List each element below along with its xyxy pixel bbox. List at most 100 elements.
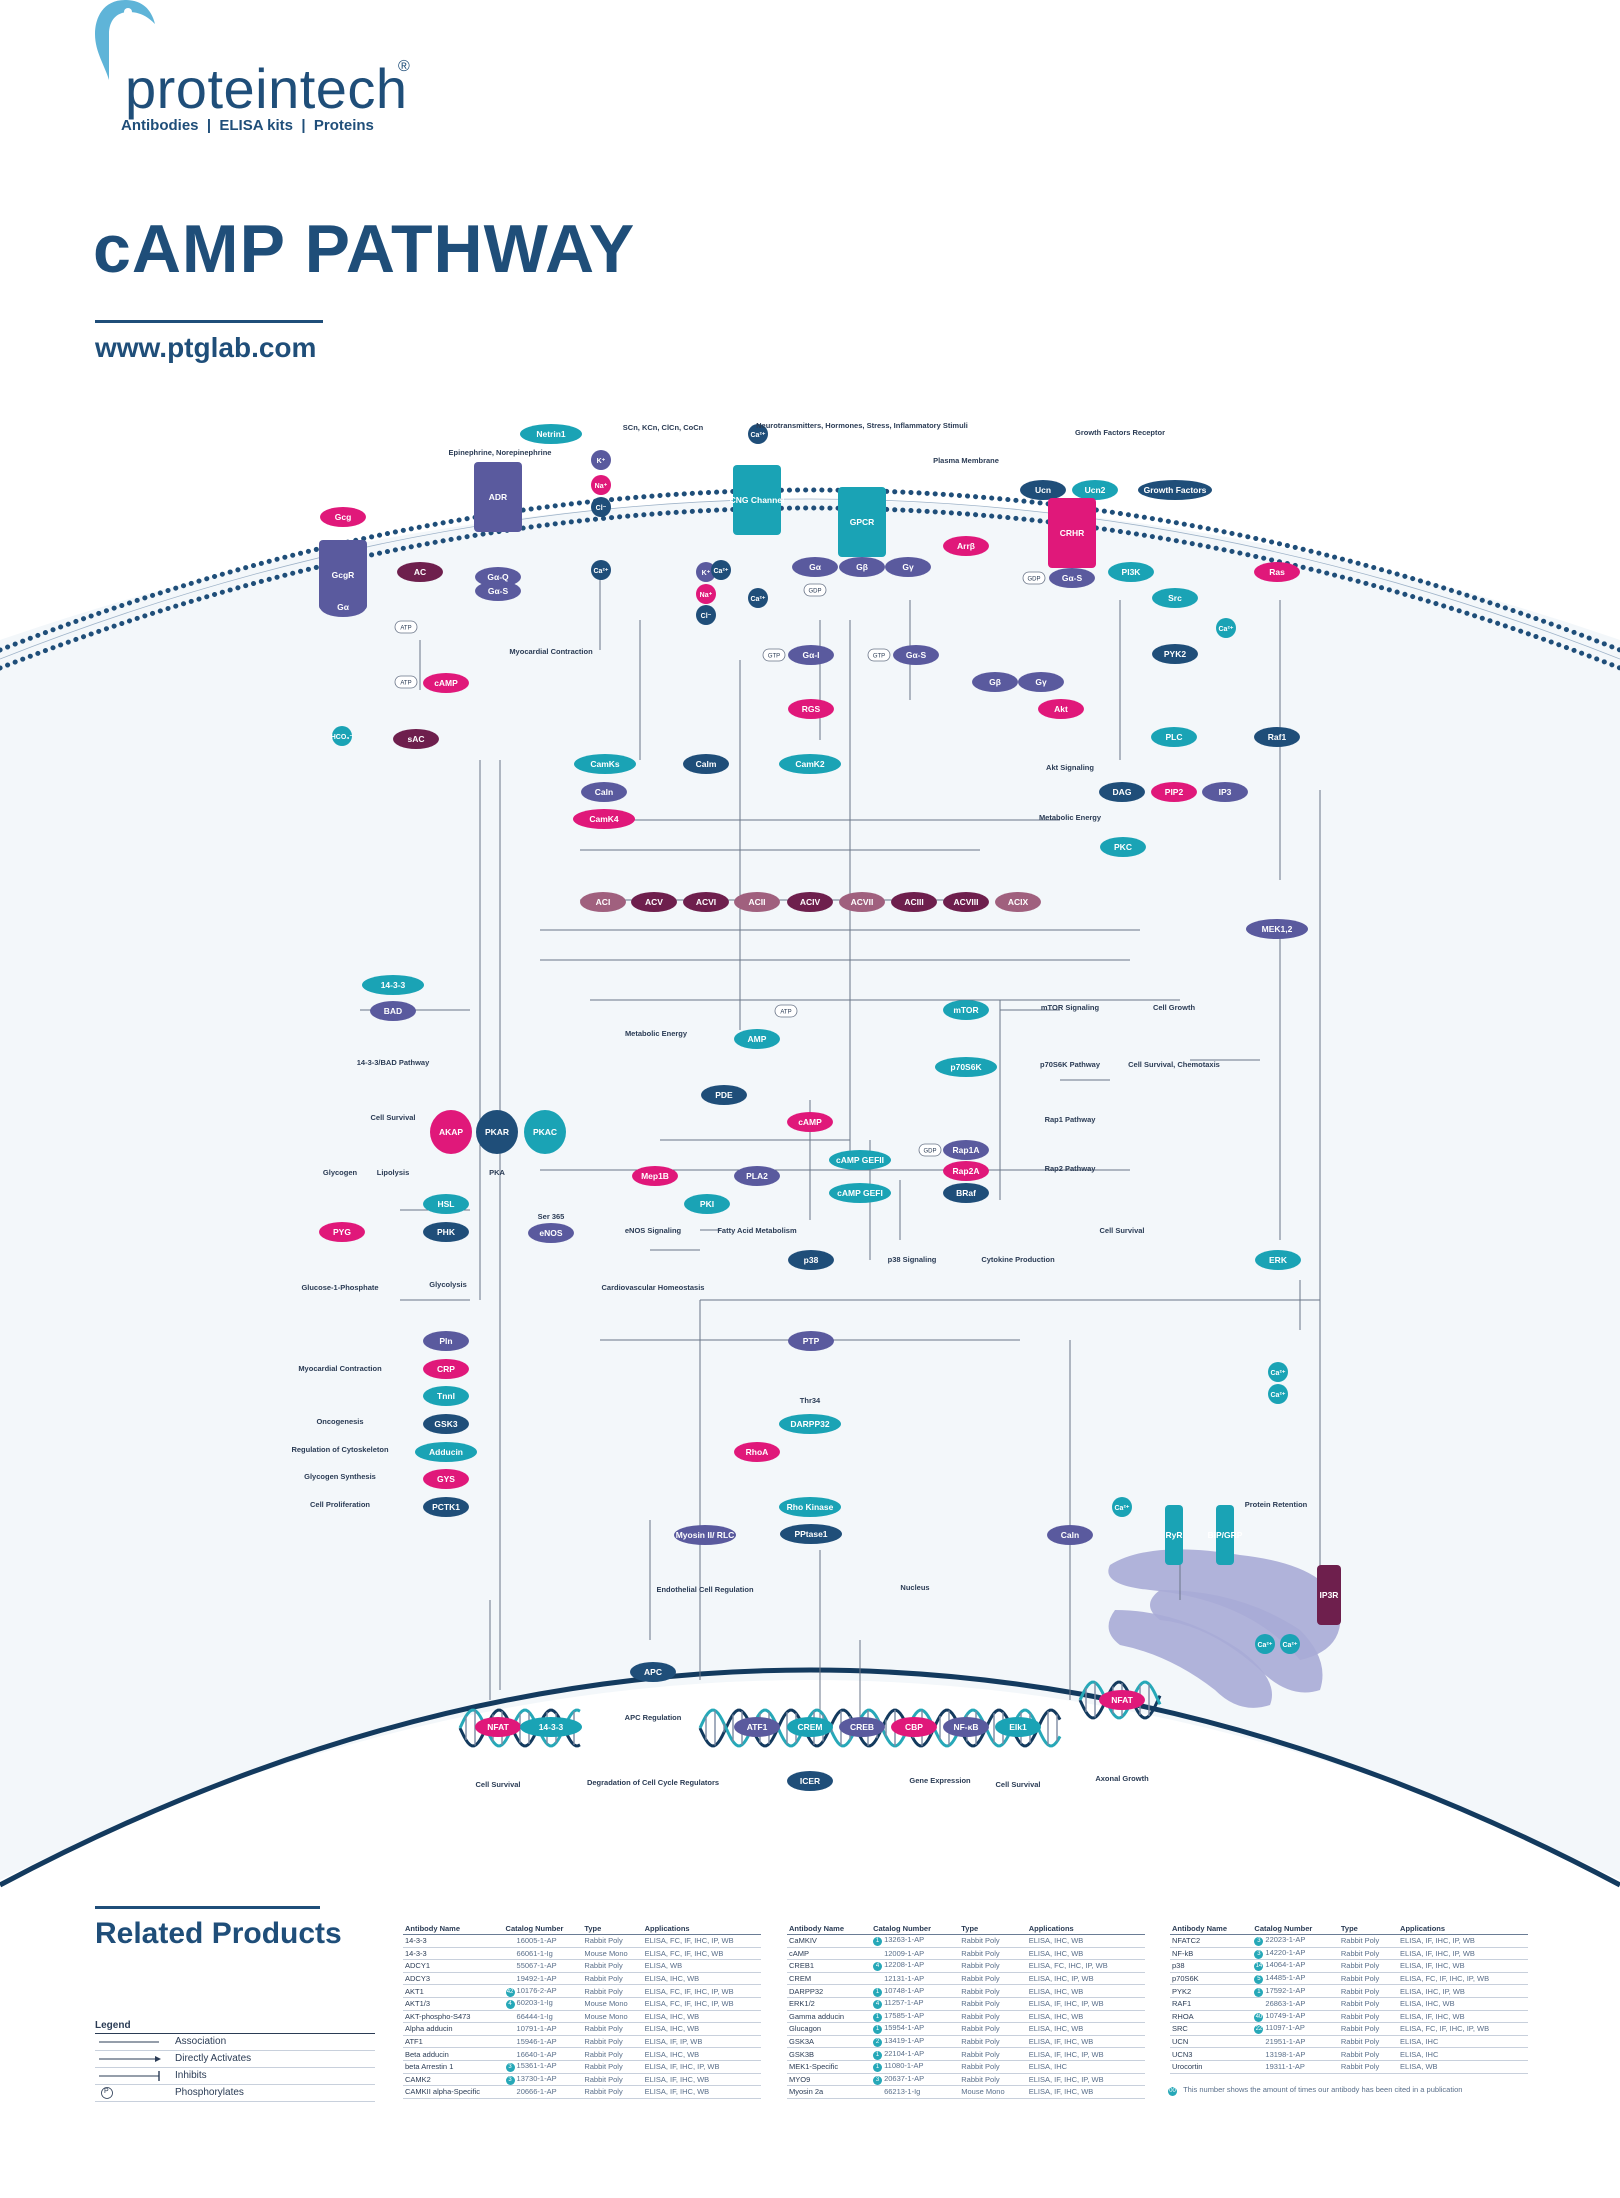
node-ras[interactable]: Ras <box>1254 562 1300 582</box>
node-gcgr[interactable]: GcgR <box>319 540 367 610</box>
node-nap1[interactable]: Na⁺ <box>591 475 611 495</box>
node-gys[interactable]: GYS <box>423 1469 469 1489</box>
node-goi[interactable]: Gα-I <box>788 645 834 665</box>
node-nfat2[interactable]: NFAT <box>1099 1690 1145 1710</box>
node-acvii[interactable]: ACVII <box>839 892 885 912</box>
node-gcg[interactable]: Gcg <box>320 507 366 527</box>
node-amp[interactable]: AMP <box>734 1029 780 1049</box>
node-p38[interactable]: p38 <box>788 1250 834 1270</box>
node-atf1[interactable]: ATF1 <box>734 1717 780 1737</box>
node-ip3[interactable]: IP3 <box>1202 782 1248 802</box>
node-apc[interactable]: APC <box>630 1662 676 1682</box>
node-pptase1[interactable]: PPtase1 <box>780 1524 842 1544</box>
node-adr[interactable]: ADR <box>474 462 522 532</box>
node-mek12[interactable]: MEK1,2 <box>1246 919 1308 939</box>
node-pkar[interactable]: PKAR <box>476 1110 518 1154</box>
node-pln[interactable]: Pln <box>423 1331 469 1351</box>
node-pkc[interactable]: PKC <box>1100 837 1146 857</box>
node-rap2a[interactable]: Rap2A <box>943 1161 989 1181</box>
logo[interactable]: proteintech ® Antibodies | ELISA kits | … <box>95 0 425 140</box>
node-ucn2[interactable]: Ucn2 <box>1072 480 1118 500</box>
node-ca6[interactable]: Ca²⁺ <box>1268 1362 1288 1382</box>
node-mtor[interactable]: mTOR <box>943 1000 989 1020</box>
node-kp2[interactable]: K⁺ <box>696 562 716 582</box>
node-ga1[interactable]: Gα <box>320 597 366 617</box>
node-camp1[interactable]: cAMP <box>423 673 469 693</box>
node-gos3[interactable]: Gα-S <box>893 645 939 665</box>
node-elk1[interactable]: Elk1 <box>995 1717 1041 1737</box>
node-crp[interactable]: CRP <box>423 1359 469 1379</box>
node-acii[interactable]: ACII <box>734 892 780 912</box>
node-src[interactable]: Src <box>1152 588 1198 608</box>
node-ca3[interactable]: Ca²⁺ <box>748 424 768 444</box>
node-gpcr[interactable]: GPCR <box>838 487 886 557</box>
node-acviii[interactable]: ACVIII <box>943 892 989 912</box>
node-pki[interactable]: PKI <box>684 1194 730 1214</box>
node-icer[interactable]: ICER <box>787 1771 833 1791</box>
node-ptp[interactable]: PTP <box>788 1331 834 1351</box>
node-caln2[interactable]: Caln <box>1047 1525 1093 1545</box>
node-pi3k[interactable]: PI3K <box>1108 562 1154 582</box>
node-raf1[interactable]: Raf1 <box>1254 727 1300 747</box>
node-calm[interactable]: Calm <box>683 754 729 774</box>
node-rgs[interactable]: RGS <box>788 699 834 719</box>
node-erk[interactable]: ERK <box>1255 1250 1301 1270</box>
node-pctk1[interactable]: PCTK1 <box>423 1497 469 1517</box>
node-mep1b[interactable]: Mep1B <box>632 1166 678 1186</box>
node-ca5[interactable]: Ca²⁺ <box>1216 618 1236 638</box>
node-gos1[interactable]: Gα-S <box>475 581 521 601</box>
node-gy1[interactable]: Gγ <box>885 557 931 577</box>
node-braf[interactable]: BRaf <box>943 1183 989 1203</box>
node-acvi[interactable]: ACVI <box>683 892 729 912</box>
node-ga2[interactable]: Gα <box>792 557 838 577</box>
node-clm2[interactable]: Cl⁻ <box>696 605 716 625</box>
node-gos2[interactable]: Gα-S <box>1049 568 1095 588</box>
node-ac[interactable]: AC <box>397 562 443 582</box>
node-rhokinase[interactable]: Rho Kinase <box>779 1497 841 1517</box>
node-pde[interactable]: PDE <box>701 1085 747 1105</box>
node-gf[interactable]: Growth Factors <box>1138 480 1212 500</box>
node-pip2[interactable]: PIP2 <box>1151 782 1197 802</box>
node-aci[interactable]: ACI <box>580 892 626 912</box>
node-netrin1[interactable]: Netrin1 <box>520 424 582 444</box>
node-camk2[interactable]: CamK2 <box>779 754 841 774</box>
node-acv[interactable]: ACV <box>631 892 677 912</box>
node-camks[interactable]: CamKs <box>574 754 636 774</box>
node-dag[interactable]: DAG <box>1099 782 1145 802</box>
website-link[interactable]: www.ptglab.com <box>95 332 317 363</box>
node-bad[interactable]: BAD <box>370 1001 416 1021</box>
node-sac[interactable]: sAC <box>393 729 439 749</box>
node-ca1[interactable]: Ca²⁺ <box>591 560 611 580</box>
node-ryr[interactable]: RyR <box>1165 1505 1183 1565</box>
node-ca2[interactable]: Ca²⁺ <box>711 560 731 580</box>
node-crem[interactable]: CREM <box>787 1717 833 1737</box>
node-camp2[interactable]: cAMP <box>787 1112 833 1132</box>
node-caln1[interactable]: Caln <box>581 782 627 802</box>
node-rhoa[interactable]: RhoA <box>734 1442 780 1462</box>
node-cbp[interactable]: CBP <box>891 1717 937 1737</box>
node-nfkb[interactable]: NF-κB <box>943 1717 989 1737</box>
